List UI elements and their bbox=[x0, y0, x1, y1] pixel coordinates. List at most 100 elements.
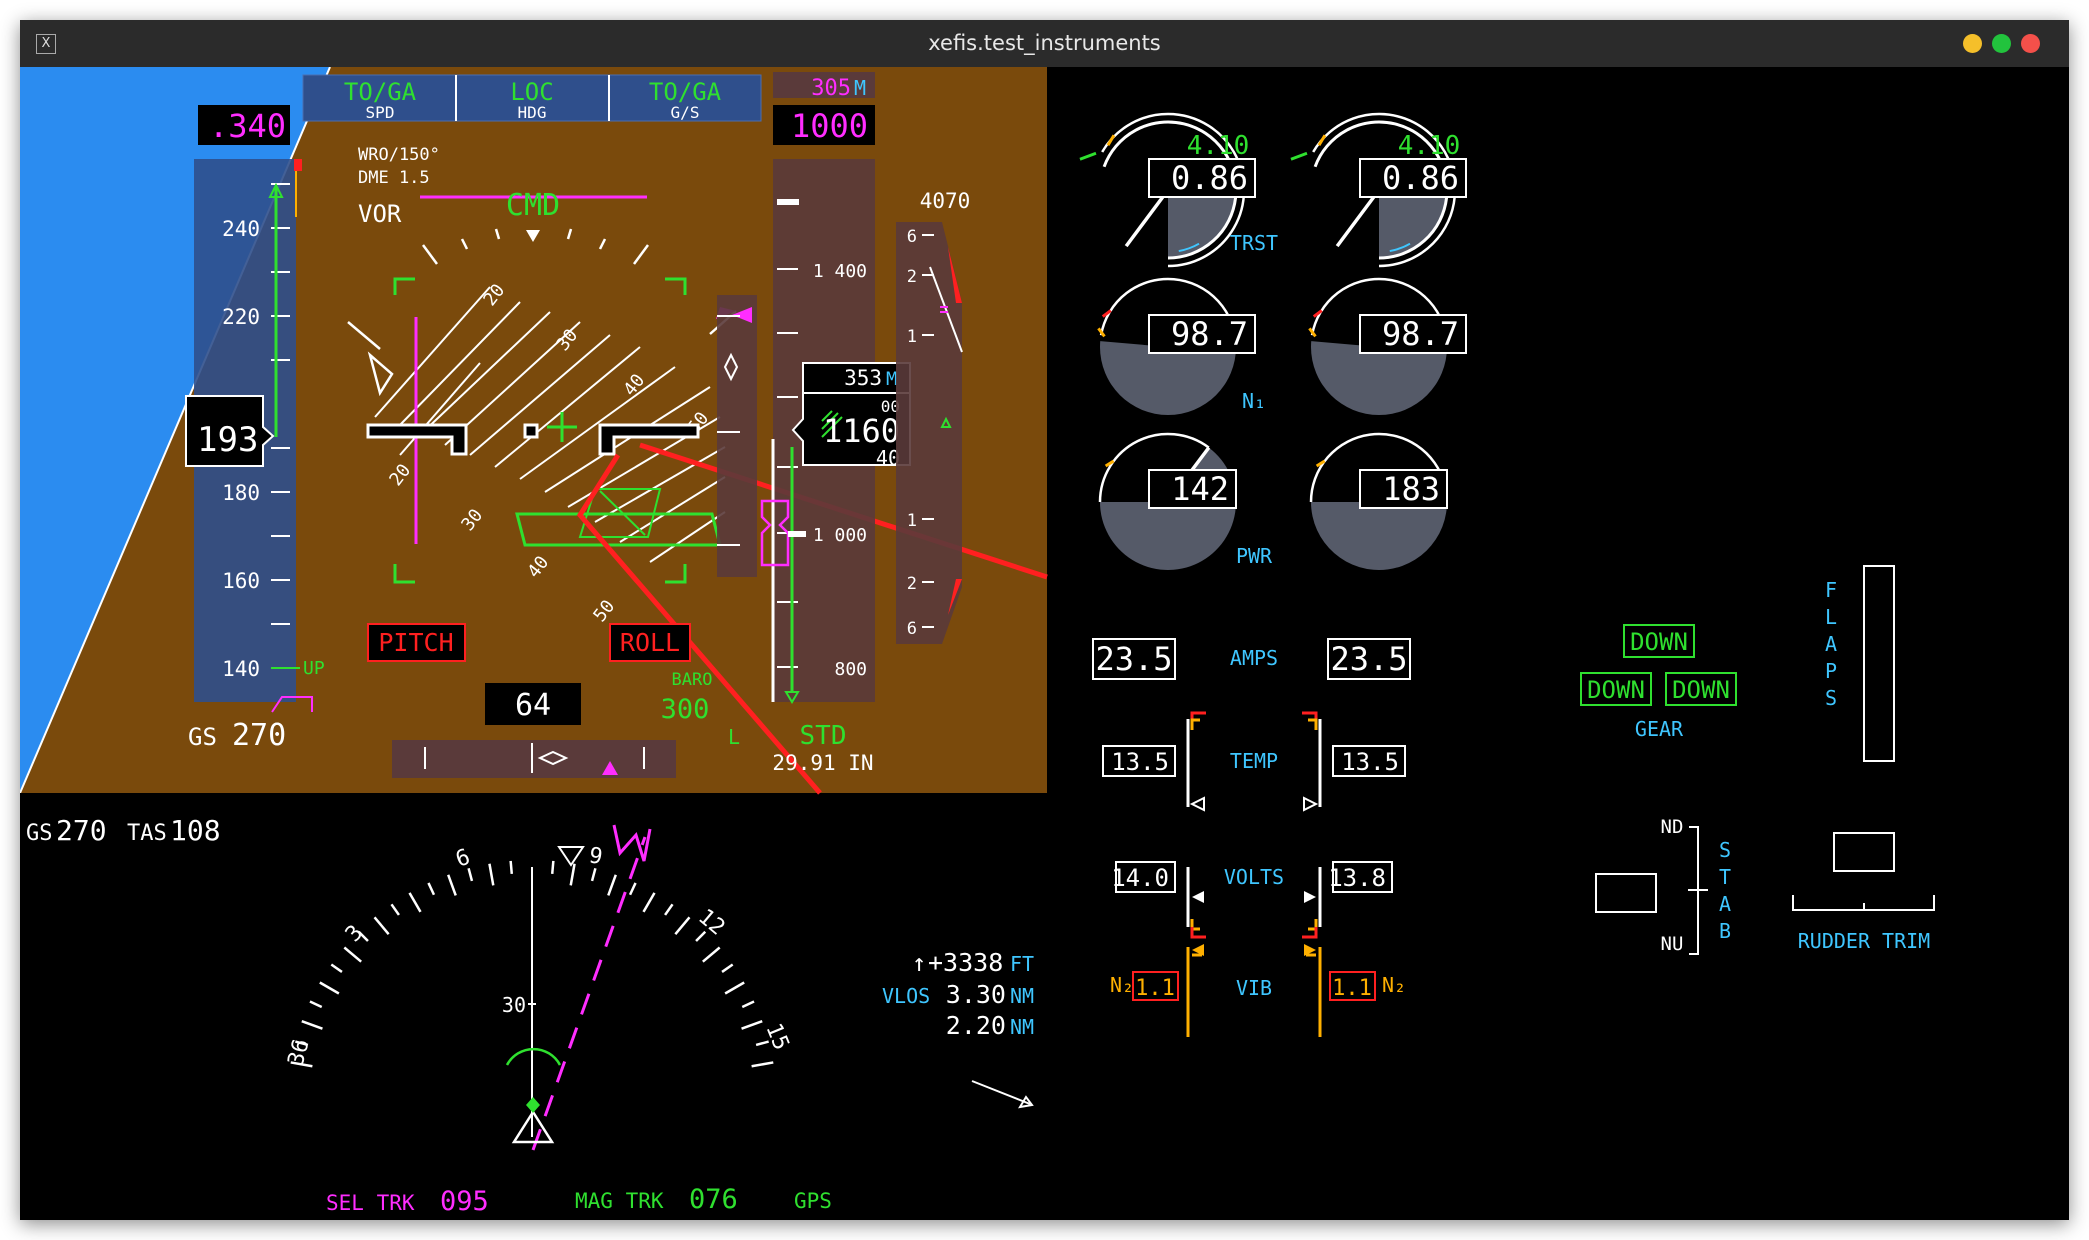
fma-vertical-label: G/S bbox=[671, 103, 700, 122]
gauge-fill bbox=[1100, 347, 1236, 415]
roll-pointer bbox=[526, 230, 540, 242]
vib-left-value: 1.1 bbox=[1135, 976, 1175, 1001]
gear-left: DOWN bbox=[1587, 676, 1645, 704]
gauge-arc bbox=[1312, 112, 1457, 268]
gauge-needle bbox=[1335, 188, 1381, 248]
wind-arrow bbox=[971, 1080, 1031, 1105]
altitude-tick: 1 400 bbox=[813, 261, 867, 282]
compass-tick bbox=[642, 892, 656, 913]
nav-source: VOR bbox=[358, 200, 402, 228]
stab-letter: A bbox=[1719, 892, 1731, 916]
gear-right: DOWN bbox=[1672, 676, 1730, 704]
gauge-arc bbox=[1313, 120, 1449, 260]
compass-tick bbox=[373, 916, 390, 935]
baro-label: BARO bbox=[672, 670, 713, 690]
sel-trk-label: SEL TRK bbox=[326, 1191, 415, 1215]
altitude-tick: 800 bbox=[834, 659, 867, 680]
trst-left-value: 0.86 bbox=[1171, 159, 1248, 197]
engine-gauges: 4.10 4.10 0.86 0.86 TRST 98.7 98.7 N₁ 14… bbox=[1079, 112, 1467, 1037]
compass-tick bbox=[721, 963, 734, 973]
altitude-top: 4070 bbox=[920, 189, 971, 213]
gauge-fill bbox=[1311, 347, 1447, 415]
compass-tick bbox=[695, 930, 707, 942]
speed-value: 193 bbox=[197, 420, 258, 460]
stab-trim-indicator: ND NU S T A B bbox=[1595, 816, 1731, 955]
trst-left-target: 4.10 bbox=[1187, 131, 1250, 161]
compass-label: 9 bbox=[587, 843, 604, 870]
stab-letter: B bbox=[1719, 919, 1731, 943]
compass-tick bbox=[408, 892, 422, 913]
gauge-arc bbox=[1101, 112, 1246, 268]
slip-indicator bbox=[367, 351, 394, 397]
compass-tick bbox=[357, 930, 369, 942]
altitude-roll-above: 00 bbox=[881, 397, 900, 416]
heading-bug bbox=[612, 824, 652, 862]
roll-scale bbox=[421, 228, 650, 265]
amps-right-value: 23.5 bbox=[1330, 640, 1407, 678]
compass-tick bbox=[628, 882, 637, 896]
compass-tick bbox=[309, 1000, 323, 1009]
distance-2-unit: NM bbox=[1010, 1015, 1034, 1039]
speed-readout: 193 bbox=[185, 395, 275, 467]
trst-right-value: 0.86 bbox=[1382, 159, 1459, 197]
flaps-letter: S bbox=[1825, 686, 1837, 710]
range-arc bbox=[505, 1047, 562, 1066]
vsi-tick: 1 bbox=[907, 327, 917, 347]
compass-tick bbox=[741, 1000, 755, 1009]
course-line bbox=[531, 836, 647, 1151]
mag-trk-value: 076 bbox=[689, 1184, 738, 1215]
close-button[interactable] bbox=[2021, 34, 2040, 53]
gear-indicator: DOWN DOWN DOWN GEAR bbox=[1580, 624, 1737, 741]
distance-2: 2.20 bbox=[946, 1011, 1006, 1040]
speed-bug-label: UP bbox=[303, 658, 325, 679]
flaps-letter: P bbox=[1825, 659, 1837, 683]
nav-dme: DME 1.5 bbox=[358, 168, 430, 188]
pwr-left-value: 142 bbox=[1171, 470, 1229, 508]
flaps-letter: L bbox=[1825, 605, 1837, 629]
compass-tick bbox=[330, 963, 343, 973]
vlos-label: VLOS bbox=[882, 984, 930, 1008]
compass-tick bbox=[607, 874, 617, 896]
vib-right-value: 1.1 bbox=[1332, 976, 1372, 1001]
flaps-indicator: F L A P S bbox=[1825, 565, 1895, 762]
title-bar[interactable]: X xefis.test_instruments bbox=[20, 20, 2069, 67]
minimize-button[interactable] bbox=[1963, 34, 1982, 53]
fma-speed-label: SPD bbox=[366, 103, 395, 122]
speed-tick: 240 bbox=[222, 217, 260, 241]
adi-gs-value: 270 bbox=[232, 718, 286, 753]
volts-right-value: 13.8 bbox=[1328, 864, 1386, 892]
n1-label: N₁ bbox=[1242, 389, 1266, 413]
temp-left-value: 13.5 bbox=[1111, 748, 1169, 776]
window-title: xefis.test_instruments bbox=[928, 31, 1161, 55]
compass-tick bbox=[319, 981, 340, 995]
vsi-tick: 1 bbox=[907, 511, 917, 531]
speed-tick: 140 bbox=[222, 657, 260, 681]
compass-tick bbox=[741, 1020, 763, 1030]
aircraft-symbol bbox=[366, 423, 700, 456]
adi-gs-label: GS bbox=[188, 723, 217, 751]
volts-left-value: 14.0 bbox=[1111, 864, 1169, 892]
volts-label: VOLTS bbox=[1224, 865, 1284, 889]
radio-altitude: 64 bbox=[515, 688, 551, 723]
altitude-roll-below: 40 bbox=[876, 446, 900, 470]
pitch-flag: PITCH bbox=[378, 628, 453, 657]
vertical-speed-indicator: 6 2 1 1 2 6 bbox=[896, 222, 963, 644]
compass-tick bbox=[755, 1040, 769, 1047]
fma-lateral-mode: LOC bbox=[510, 78, 553, 106]
climb-arrow: ↑ bbox=[912, 949, 926, 977]
trst-right-target: 4.10 bbox=[1398, 131, 1461, 161]
gauge-fill bbox=[1168, 190, 1236, 258]
compass-tick bbox=[509, 860, 514, 874]
frame-brackets bbox=[393, 277, 687, 584]
compass-tick bbox=[702, 946, 721, 963]
pitch-ladder bbox=[374, 286, 726, 563]
vsi-tick: 6 bbox=[907, 619, 917, 639]
distance-1: 3.30 bbox=[946, 980, 1006, 1009]
maximize-button[interactable] bbox=[1992, 34, 2011, 53]
vib-right-n2: N₂ bbox=[1382, 973, 1406, 997]
climb-to-value: +3338 bbox=[928, 948, 1003, 977]
compass-tick bbox=[447, 874, 457, 896]
amps-left-value: 23.5 bbox=[1095, 640, 1172, 678]
app-window: X xefis.test_instruments TO/GA SPD LOC bbox=[20, 20, 2069, 1220]
temp-label: TEMP bbox=[1230, 749, 1278, 773]
